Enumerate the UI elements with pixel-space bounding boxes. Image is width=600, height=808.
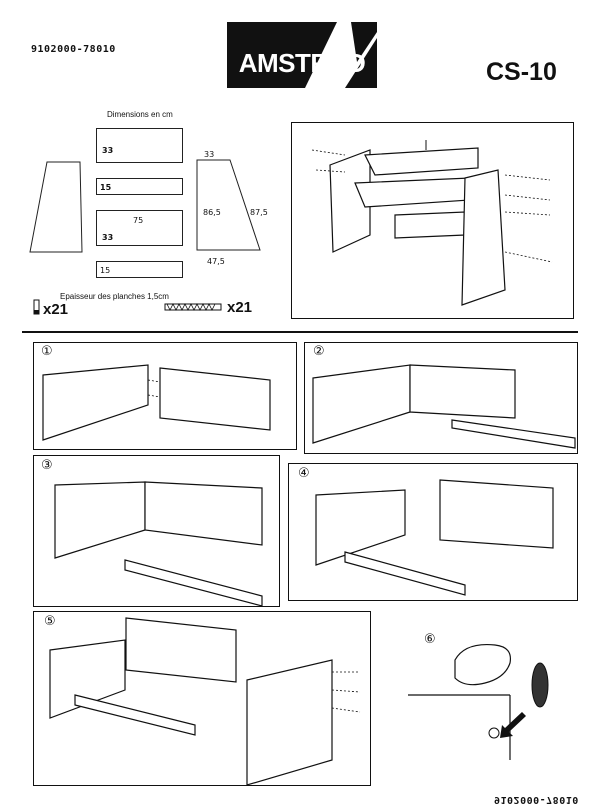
step-5-number: ⑤ (44, 614, 56, 629)
plank-top (96, 128, 183, 163)
plank-narrow (96, 178, 183, 195)
amstrad-logo: AMSTRAD (227, 22, 377, 88)
plank-narrow-2-label: 15 (100, 266, 111, 275)
model-number: CS-10 (486, 58, 557, 86)
plank-length-label: 75 (133, 216, 144, 225)
screw-quantity: x21 (227, 299, 253, 316)
plank-wide-label: 33 (102, 233, 114, 242)
plank-narrow-label: 15 (100, 183, 112, 192)
side-height-label: 86,5 (203, 208, 221, 217)
step-3-number: ③ (41, 458, 53, 473)
brand-name: AMSTRAD (238, 48, 366, 78)
section-divider (22, 331, 578, 333)
step-2-number: ② (313, 344, 325, 359)
plank-narrow-2 (96, 261, 183, 278)
step-6-number: ⑥ (424, 632, 436, 647)
side-top-label: 33 (204, 150, 215, 159)
side-height-2-label: 87,5 (250, 208, 268, 217)
plank-top-label: 33 (102, 146, 114, 155)
dowel-quantity: x21 (43, 301, 69, 318)
step-4-number: ④ (298, 466, 310, 481)
footer-document-code: 9102000-78010 (494, 794, 579, 805)
plank-wide (96, 210, 183, 246)
document-code: 9102000-78010 (31, 44, 116, 55)
side-bottom-label: 47,5 (207, 257, 225, 266)
thickness-note: Epaisseur des planches 1,5cm (60, 292, 169, 301)
step-1-number: ① (41, 344, 53, 359)
dimensions-title: Dimensions en cm (107, 110, 173, 119)
